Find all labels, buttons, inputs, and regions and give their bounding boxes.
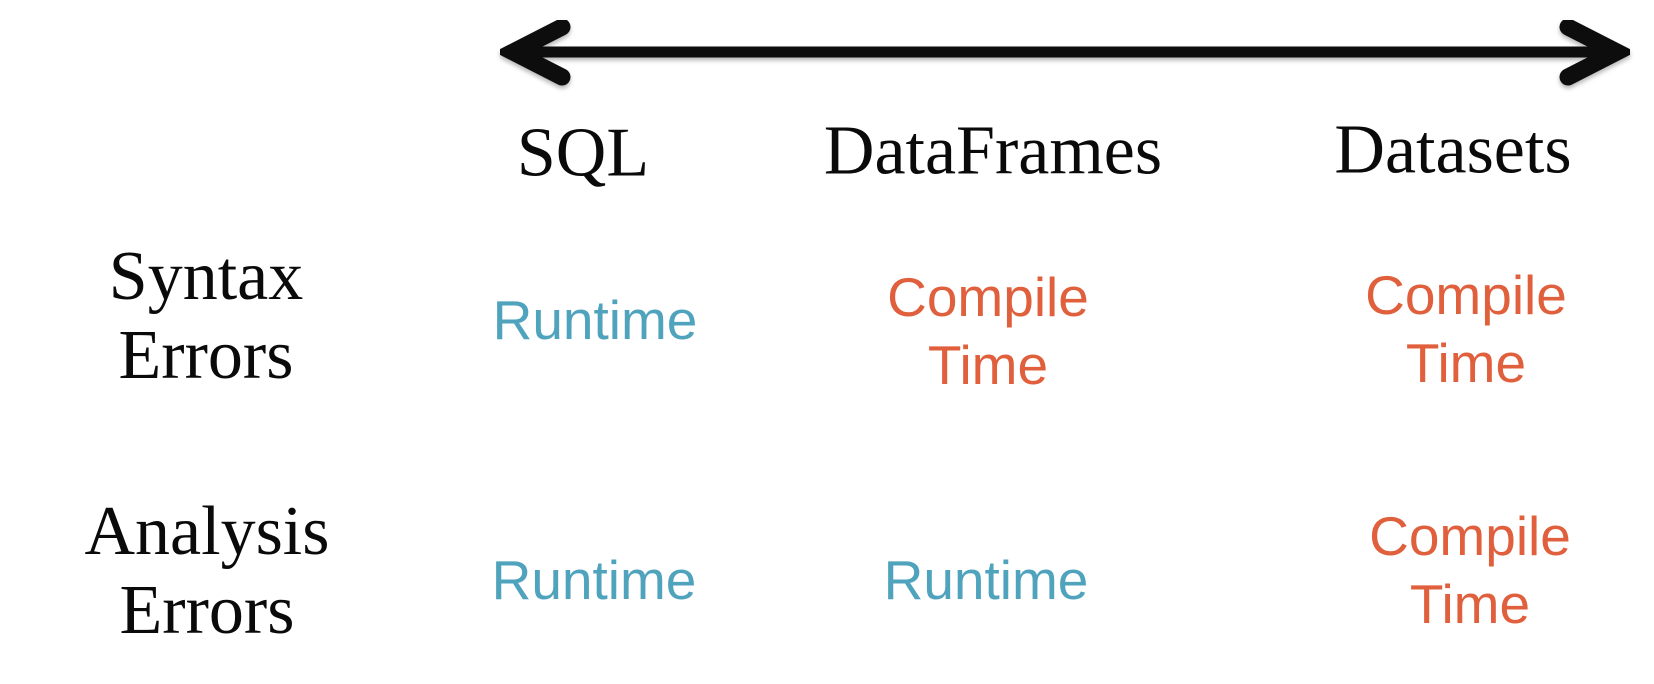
column-header-datasets: Datasets <box>1334 111 1572 189</box>
cell-analysis-dataframes: Runtime <box>883 548 1089 611</box>
cell-analysis-sql: Runtime <box>491 548 697 611</box>
cell-analysis-datasets: Compile Time <box>1369 504 1571 635</box>
cell-syntax-sql: Runtime <box>492 288 698 351</box>
row-header-syntax-errors: Syntax Errors <box>108 237 304 394</box>
cell-syntax-datasets: Compile Time <box>1365 263 1567 394</box>
column-header-dataframes: DataFrames <box>823 112 1163 190</box>
cell-syntax-dataframes: Compile Time <box>887 265 1089 396</box>
row-header-analysis-errors: Analysis Errors <box>84 492 330 649</box>
column-header-sql: SQL <box>516 114 650 192</box>
double-headed-arrow-icon <box>500 20 1630 86</box>
